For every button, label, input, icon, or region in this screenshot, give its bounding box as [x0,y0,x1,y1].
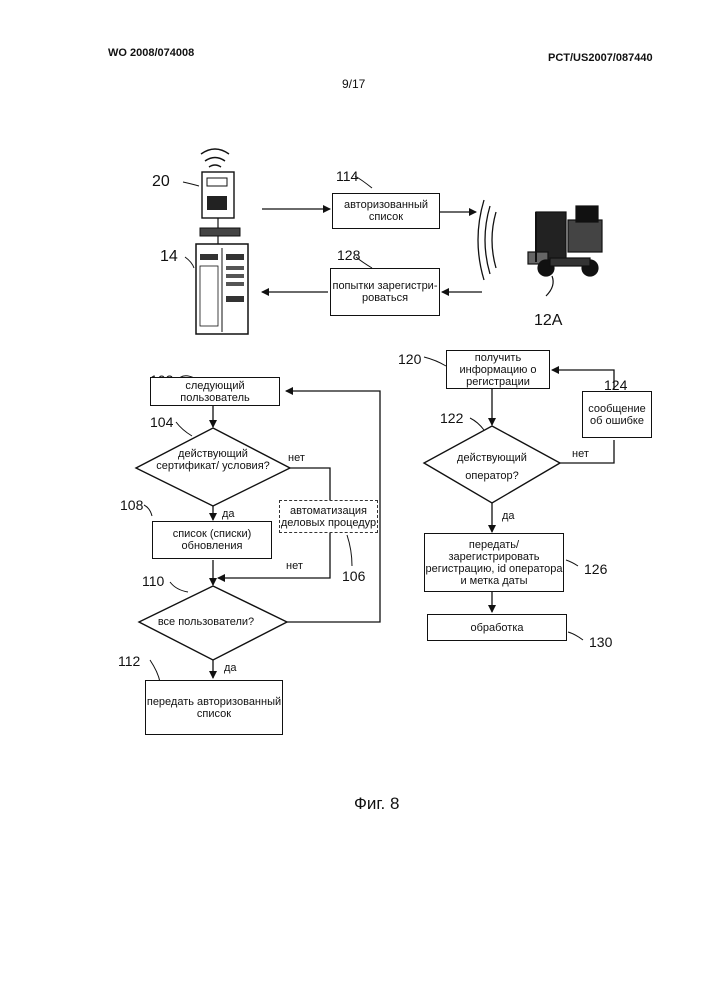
next-user-box: следующий пользователь [150,377,280,406]
ref-all-users: 110 [142,573,164,589]
ref-truck: 12A [534,312,562,330]
ref-server: 14 [160,248,178,266]
bpa-no-label: нет [286,560,303,572]
update-list-box: список (списки) обновления [152,521,272,559]
valid-operator-no-label: нет [572,448,589,460]
send-list-box: передать авторизованный список [145,680,283,735]
login-attempts-box: попытки зарегистри-роваться [330,268,440,316]
ref-valid-cert: 104 [150,414,173,430]
bpa-box: автоматизация деловых процедур [279,500,378,533]
transmit-box: передать/ зарегистрировать регистрацию, … [424,533,564,592]
valid-cert-no-label: нет [288,452,305,464]
valid-operator-text: действующий оператор? [436,449,548,485]
figure-caption: Фиг. 8 [354,794,399,814]
ref-authorized-list: 114 [336,168,358,184]
process-box: обработка [427,614,567,641]
get-login-box: получить информацию о регистрации [446,350,550,389]
valid-cert-text: действующий сертификат/ условия? [150,448,276,472]
ref-login-attempts: 128 [337,247,360,263]
all-users-yes-label: да [224,662,237,674]
all-users-text: все пользователи? [144,616,268,628]
ref-update-list: 108 [120,497,143,513]
ref-valid-operator: 122 [440,410,463,426]
authorized-list-box: авторизованный список [332,193,440,229]
ref-process: 130 [589,634,612,650]
ref-device: 20 [152,173,170,191]
valid-operator-yes-label: да [502,510,515,522]
valid-cert-yes-label: да [222,508,235,520]
ref-get-login: 120 [398,351,421,367]
ref-transmit: 126 [584,561,607,577]
ref-bpa: 106 [342,568,365,584]
error-message-box: сообщение об ошибке [582,391,652,438]
ref-send-list: 112 [118,653,140,669]
